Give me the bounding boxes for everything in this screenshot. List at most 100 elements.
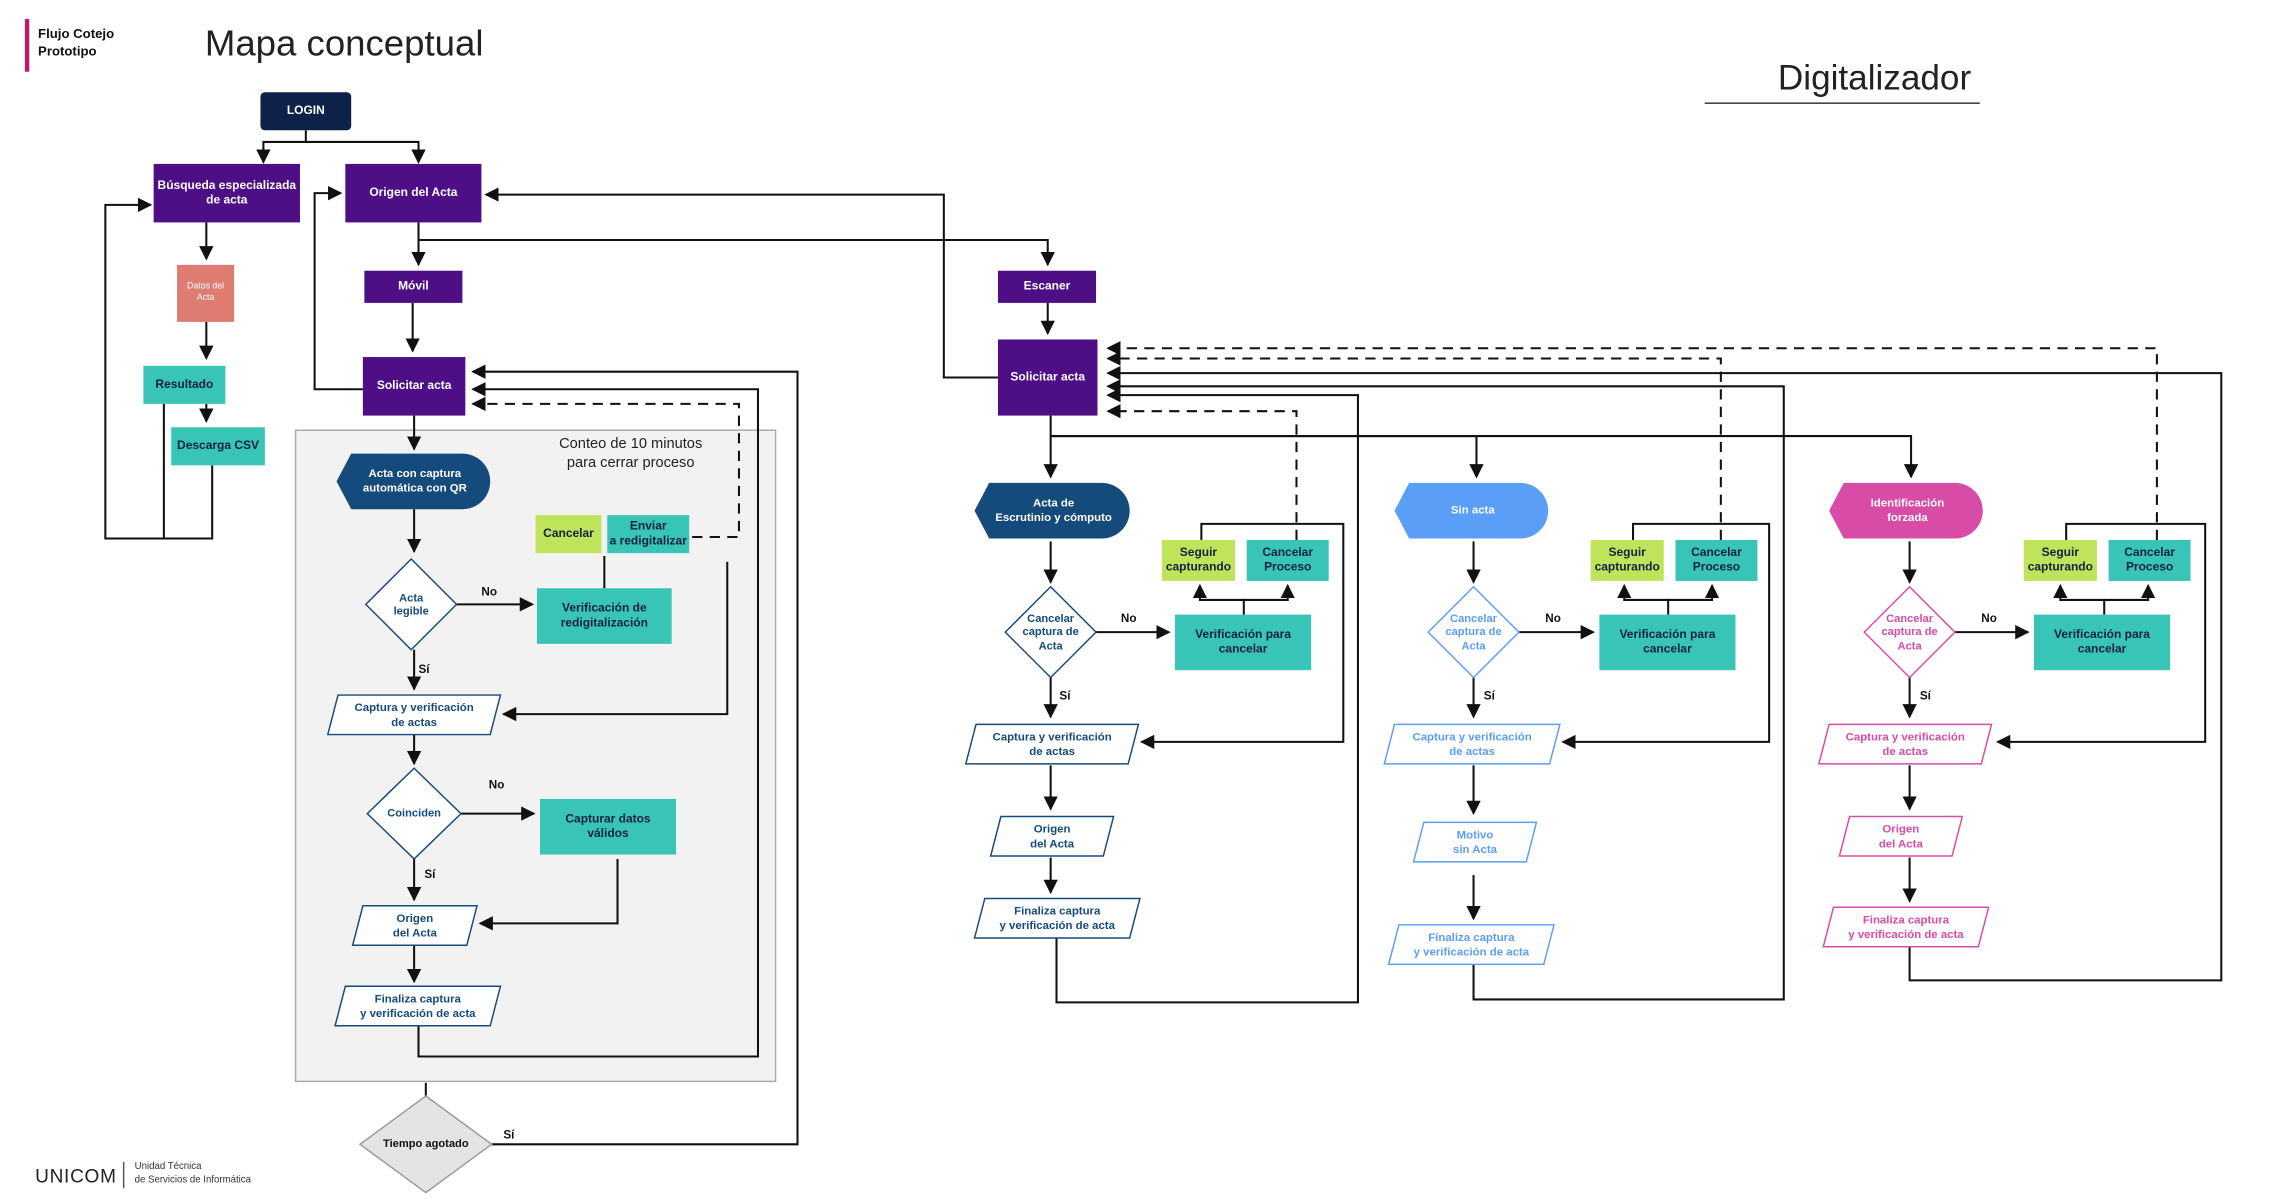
edge-label-no-8: No — [1545, 611, 1561, 625]
capturar-datos-node: Capturar datos válidos — [539, 798, 677, 855]
page-title: Mapa conceptual — [204, 23, 484, 65]
role-title: Digitalizador — [1777, 58, 1972, 99]
captura-1-parallelogram — [964, 723, 1140, 765]
edge-label-no-3: No — [488, 778, 505, 792]
tiempo-label: Tiempo agotado — [382, 1137, 469, 1151]
logo-subtitle: Unidad Técnica de Servicios de Informáti… — [134, 1161, 252, 1185]
finaliza-1-parallelogram — [973, 897, 1141, 939]
solicitar-movil-node: Solicitar acta — [362, 357, 466, 416]
cancelar-captura-3-label: Cancelar captura de Acta — [1881, 611, 1938, 653]
enviar-node: Enviar a redigitalizar — [607, 515, 690, 554]
origen-3-parallelogram — [1838, 815, 1964, 857]
cancelar-captura-2-diamond — [1427, 585, 1520, 679]
connector-1 — [256, 130, 307, 164]
origen-acta-node: Origen del Acta — [345, 163, 482, 223]
edge-label-si-5: Sí — [503, 1128, 515, 1142]
cancelar-captura-3-diamond — [1863, 585, 1957, 679]
connector-20 — [478, 858, 619, 931]
project-tag: Flujo Cotejo Prototipo — [38, 26, 115, 59]
descarga-node: Descarga CSV — [171, 427, 265, 466]
edge-label-si-2: Sí — [418, 662, 430, 677]
solicitar-escaner-node: Solicitar acta — [997, 339, 1098, 416]
edge-label-no-1: No — [481, 585, 498, 599]
connector-39 — [1055, 387, 1359, 1004]
cancelar-captura-1-label: Cancelar captura de Acta — [1022, 611, 1079, 653]
motivo-2-label: Motivo sin Acta — [1453, 827, 1497, 856]
finaliza-m-label: Finaliza captura y verificación de acta — [360, 991, 476, 1020]
coinciden-diamond — [366, 767, 462, 860]
connector-9 — [418, 238, 1055, 267]
login-node: LOGIN — [260, 92, 352, 131]
tiempo-diamond — [358, 1095, 493, 1194]
connector-25 — [471, 364, 799, 1146]
connector-59 — [1106, 404, 1298, 540]
connector-48 — [1106, 379, 1785, 1001]
origen-m-label: Origen del Acta — [392, 911, 437, 939]
connector-2 — [305, 140, 426, 164]
origen-m-parallelogram — [351, 905, 478, 947]
connector-44 — [1668, 583, 1720, 601]
verif-cancelar-1-node: Verificación para cancelar — [1175, 614, 1312, 671]
connector-52 — [2053, 583, 2106, 615]
connector-23 — [501, 561, 729, 722]
origen-1-parallelogram — [989, 815, 1115, 857]
verif-cancelar-3-node: Verificación para cancelar — [2033, 614, 2171, 671]
edge-label-si-11: Sí — [1919, 689, 1931, 703]
sin-acta-shape — [1394, 482, 1549, 539]
identificacion-label: Identificación forzada — [1870, 496, 1945, 524]
edge-label-no-6: No — [1120, 611, 1137, 625]
qr-shape — [336, 453, 491, 510]
role-underline — [1704, 102, 1980, 104]
connector-53 — [2104, 583, 2156, 601]
cancelar-captura-1-diamond — [1004, 585, 1098, 679]
captura-m-label: Captura y verificación de actas — [354, 700, 474, 728]
cancelar-captura-2-label: Cancelar captura de Acta — [1445, 611, 1502, 653]
verif-cancelar-2-node: Verificación para cancelar — [1599, 614, 1736, 671]
finaliza-m-parallelogram — [334, 985, 502, 1027]
acta-legible-diamond — [364, 557, 458, 651]
connector-58 — [471, 396, 740, 539]
acta-legible-label: Acta legible — [393, 590, 429, 618]
acta-escrutinio-label: Acta de Escrutinio y cómputo — [995, 496, 1112, 524]
dato-acta-node: Datos del Acta — [177, 264, 235, 322]
connector-22 — [417, 382, 760, 1058]
movil-node: Móvil — [364, 270, 463, 303]
captura-1-label: Captura y verificación de actas — [992, 729, 1112, 758]
connector-11 — [313, 185, 363, 391]
seguir-1-node: Seguir capturando — [1161, 539, 1236, 581]
connector-30 — [1050, 435, 1919, 479]
edge-label-no-10: No — [1981, 611, 1997, 625]
finaliza-3-parallelogram — [1822, 906, 1990, 948]
connector-57 — [1106, 365, 2223, 982]
resultado-node: Resultado — [143, 365, 226, 404]
finaliza-3-label: Finaliza captura y verificación de acta — [1848, 912, 1964, 941]
connector-43 — [1617, 583, 1670, 615]
connector-36 — [1139, 522, 1345, 750]
connector-35 — [1243, 583, 1295, 601]
connector-61 — [1106, 341, 2158, 540]
motivo-2-parallelogram — [1412, 821, 1538, 863]
cancelar-proc-1-node: Cancelar Proceso — [1246, 539, 1329, 581]
connector-34 — [1192, 583, 1245, 615]
connector-27 — [484, 187, 998, 379]
captura-m-parallelogram — [326, 694, 502, 736]
busqueda-node: Búsqueda especializada de acta — [153, 163, 300, 223]
origen-1-label: Origen del Acta — [1030, 822, 1075, 850]
edge-label-si-4: Sí — [424, 867, 436, 881]
acta-escrutinio-shape — [974, 482, 1130, 539]
identificacion-shape — [1829, 482, 1983, 539]
timer-panel — [294, 429, 777, 1083]
connector-54 — [1995, 522, 2207, 750]
seguir-3-node: Seguir capturando — [2023, 539, 2097, 581]
accent-bar — [24, 19, 30, 72]
escaner-node: Escaner — [997, 270, 1097, 303]
connector-7 — [104, 197, 214, 540]
connector-29 — [1050, 435, 1484, 479]
captura-3-parallelogram — [1817, 723, 1993, 765]
captura-2-label: Captura y verificación de actas — [1412, 729, 1532, 758]
verif-redig-node: Verificación de redigitalización — [537, 588, 672, 644]
edge-label-si-7: Sí — [1059, 689, 1071, 703]
captura-3-label: Captura y verificación de actas — [1845, 729, 1965, 758]
